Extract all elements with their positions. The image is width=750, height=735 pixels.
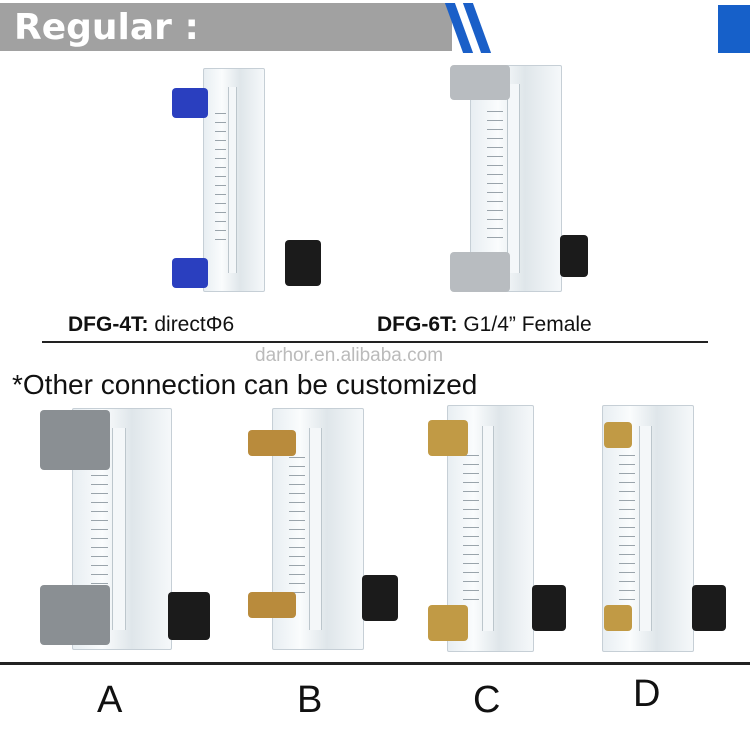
valve-knob bbox=[362, 575, 398, 621]
watermark: darhor.en.alibaba.com bbox=[255, 345, 444, 366]
barb-fitting bbox=[248, 592, 296, 618]
variant-label-b: B bbox=[297, 679, 323, 721]
variant-label-c: C bbox=[473, 679, 501, 721]
variant-label-a: A bbox=[97, 679, 123, 721]
valve-knob bbox=[285, 240, 321, 286]
decor-block bbox=[718, 5, 750, 53]
valve-knob bbox=[692, 585, 726, 631]
brass-fitting bbox=[604, 605, 632, 631]
customization-note: *Other connection can be customized bbox=[12, 369, 478, 400]
caption-dfg-4t: DFG-4T: directΦ6 bbox=[68, 313, 235, 336]
valve-knob bbox=[532, 585, 566, 631]
brass-fitting bbox=[428, 605, 468, 641]
flowmeter-dfg-4t bbox=[203, 68, 265, 292]
female-fitting bbox=[450, 65, 510, 100]
header-title: Regular : bbox=[14, 7, 199, 48]
push-fitting bbox=[172, 88, 208, 118]
plastic-fitting bbox=[40, 585, 110, 645]
brass-fitting bbox=[428, 420, 468, 456]
valve-knob bbox=[168, 592, 210, 640]
brass-fitting bbox=[604, 422, 632, 448]
divider bbox=[42, 341, 708, 343]
push-fitting bbox=[172, 258, 208, 288]
caption-dfg-6t: DFG-6T: G1/4” Female bbox=[377, 313, 592, 336]
barb-fitting bbox=[248, 430, 296, 456]
plastic-fitting bbox=[40, 410, 110, 470]
female-fitting bbox=[450, 252, 510, 292]
header-banner: Regular : bbox=[0, 3, 452, 51]
valve-knob bbox=[560, 235, 588, 277]
divider bbox=[0, 662, 750, 665]
variant-label-d: D bbox=[633, 673, 661, 715]
